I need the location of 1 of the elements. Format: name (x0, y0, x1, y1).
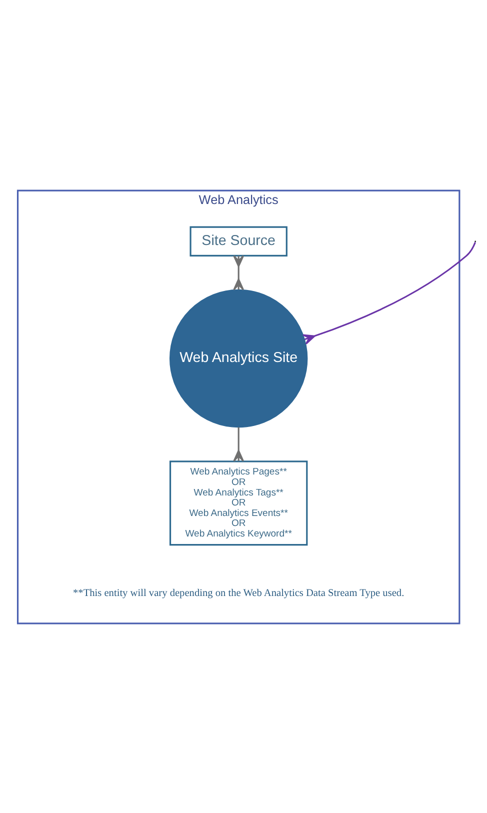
label: **This entity will vary depending on the Web Analytics Data Stream Type used. (73, 587, 404, 598)
